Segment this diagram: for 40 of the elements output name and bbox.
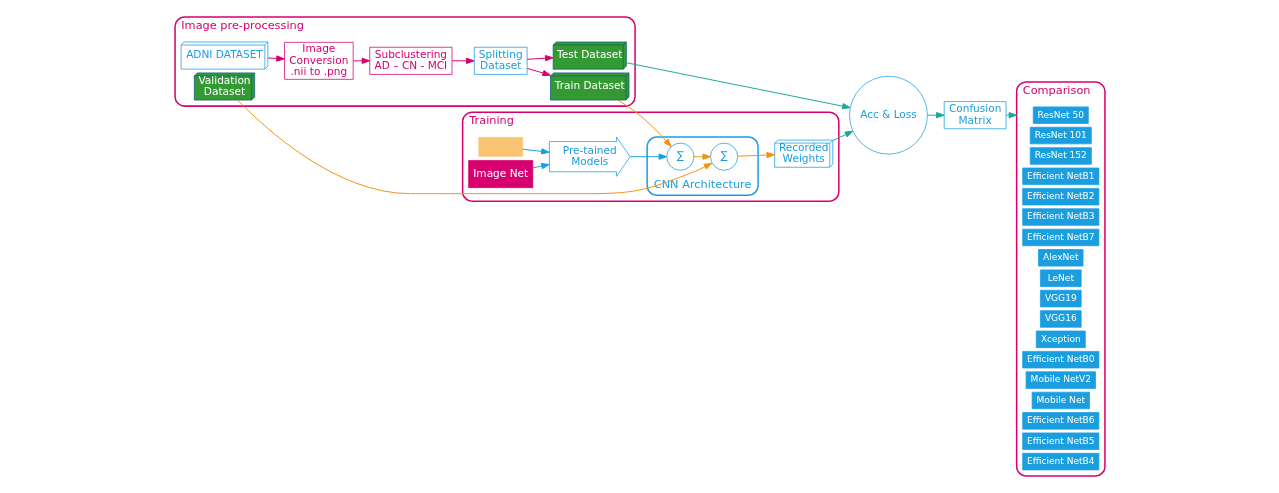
node-box: Xception bbox=[1035, 330, 1086, 348]
node-box: Efficient NetB1 bbox=[1021, 167, 1099, 185]
node-box: Mobile NetV2 bbox=[1025, 371, 1096, 389]
arrow bbox=[625, 62, 851, 110]
node-circle: Acc & Loss bbox=[848, 75, 928, 155]
node-circle: ∑ bbox=[709, 142, 738, 171]
node-box: Efficient NetB4 bbox=[1021, 452, 1099, 471]
node-box: AlexNet bbox=[1037, 249, 1083, 267]
node-box: Subclustering AD – CN - MCI bbox=[368, 46, 452, 75]
arrow bbox=[629, 153, 667, 160]
node-box: Efficient NetB6 bbox=[1021, 412, 1099, 430]
node-box: Efficient NetB5 bbox=[1021, 432, 1099, 450]
node-box: Confusion Matrix bbox=[943, 101, 1006, 130]
arrow bbox=[831, 130, 853, 141]
arrow bbox=[521, 148, 550, 155]
arrow bbox=[451, 57, 475, 64]
arrow bbox=[526, 67, 551, 77]
node-box: Efficient NetB2 bbox=[1021, 188, 1099, 206]
node-box: Image Net bbox=[467, 160, 533, 188]
node-box: ResNet 101 bbox=[1029, 126, 1092, 145]
node-box: VGG16 bbox=[1039, 310, 1082, 328]
node-box: Efficient NetB0 bbox=[1021, 351, 1099, 369]
node-box: Image Conversion .nii to .png bbox=[283, 41, 354, 80]
arrow bbox=[352, 57, 370, 64]
node-box: ResNet 50 bbox=[1032, 106, 1089, 124]
arrow bbox=[616, 99, 672, 147]
node-box: Efficient NetB3 bbox=[1021, 208, 1099, 226]
node-circle: ∑ bbox=[665, 142, 694, 171]
arrow bbox=[526, 55, 553, 62]
arrow bbox=[531, 163, 550, 170]
node-box bbox=[477, 137, 523, 157]
node-box: Splitting Dataset bbox=[473, 46, 527, 75]
node-box: Efficient NetB7 bbox=[1021, 228, 1099, 247]
node-box: Mobile Net bbox=[1031, 391, 1090, 410]
arrow bbox=[236, 99, 712, 195]
node-box: LeNet bbox=[1039, 269, 1082, 287]
arrow bbox=[736, 151, 775, 159]
node-box: ResNet 152 bbox=[1029, 147, 1092, 165]
arrow bbox=[267, 55, 285, 62]
node-box: VGG19 bbox=[1039, 289, 1082, 308]
